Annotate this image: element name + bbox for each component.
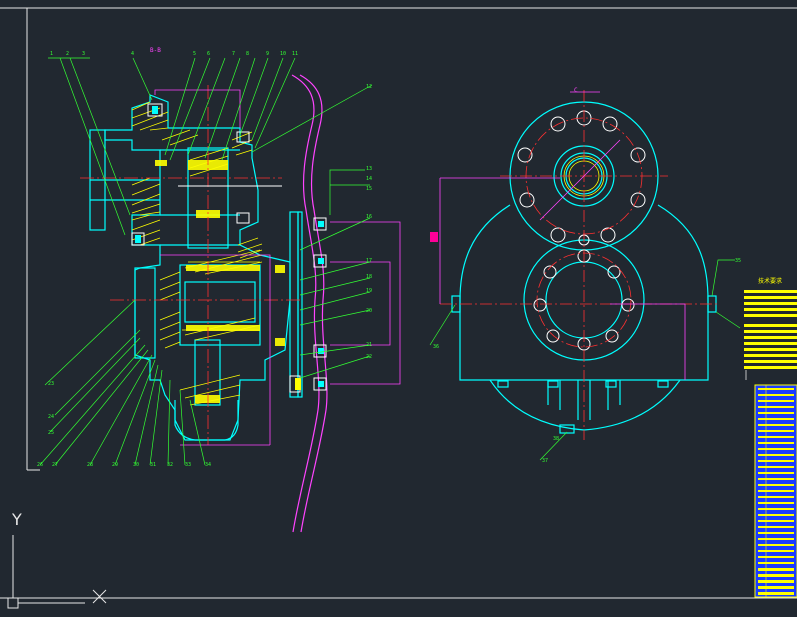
parts-list-rows <box>758 388 794 595</box>
svg-text:25: 25 <box>48 430 54 436</box>
bolt-fills <box>135 106 324 390</box>
ucs-y-label: Y <box>11 510 22 529</box>
svg-text:8: 8 <box>246 51 249 57</box>
svg-text:18: 18 <box>366 274 372 280</box>
svg-text:4: 4 <box>131 51 134 57</box>
svg-text:26: 26 <box>37 462 43 468</box>
dim-label-c: C <box>574 87 578 94</box>
svg-text:6: 6 <box>207 51 210 57</box>
svg-text:17: 17 <box>366 258 372 264</box>
dim-value-marker <box>430 232 438 242</box>
svg-text:34: 34 <box>205 462 211 468</box>
svg-text:30: 30 <box>133 462 139 468</box>
svg-text:14: 14 <box>366 176 372 182</box>
svg-text:20: 20 <box>366 308 372 314</box>
technical-notes: 技术要求 <box>744 277 797 369</box>
svg-text:19: 19 <box>366 288 372 294</box>
end-view-dimensions <box>439 91 686 380</box>
section-hatching <box>131 101 263 406</box>
svg-text:9: 9 <box>266 51 269 57</box>
end-view-leaders <box>429 259 741 461</box>
svg-text:32: 32 <box>167 462 173 468</box>
svg-text:2: 2 <box>66 51 69 57</box>
svg-text:38: 38 <box>553 436 559 442</box>
svg-text:29: 29 <box>112 462 118 468</box>
svg-text:1: 1 <box>50 51 53 57</box>
end-view-center-lines <box>440 90 720 440</box>
svg-text:33: 33 <box>185 462 191 468</box>
part-number-labels: 1 2 3 4 B-B 5 6 7 8 9 10 11 12 13 14 15 … <box>37 47 372 468</box>
drawing-frame <box>0 7 797 599</box>
svg-text:16: 16 <box>366 214 372 220</box>
svg-text:36: 36 <box>433 344 439 350</box>
svg-text:11: 11 <box>292 51 298 57</box>
ucs-icon <box>7 535 107 609</box>
svg-text:31: 31 <box>150 462 156 468</box>
flange-bolts <box>131 103 327 393</box>
section-center-lines <box>80 85 300 445</box>
svg-text:13: 13 <box>366 166 372 172</box>
sectional-view[interactable]: 1 2 3 4 B-B 5 6 7 8 9 10 11 12 13 14 15 … <box>37 47 401 533</box>
svg-text:5: 5 <box>193 51 196 57</box>
svg-text:3: 3 <box>82 51 85 57</box>
svg-text:7: 7 <box>232 51 235 57</box>
svg-text:28: 28 <box>87 462 93 468</box>
title-block[interactable] <box>754 384 797 598</box>
svg-text:21: 21 <box>366 342 372 348</box>
svg-text:10: 10 <box>280 51 286 57</box>
wheel-rim-outline <box>291 74 328 533</box>
svg-text:37: 37 <box>542 458 548 464</box>
part-leader-lines <box>39 57 373 466</box>
end-view[interactable]: C 35 36 37 38 <box>429 87 741 464</box>
svg-text:35: 35 <box>735 258 741 264</box>
svg-text:24: 24 <box>48 414 54 420</box>
svg-text:12: 12 <box>366 84 372 90</box>
tech-requirements-title: 技术要求 <box>758 277 782 285</box>
svg-text:15: 15 <box>366 186 372 192</box>
svg-text:B-B: B-B <box>150 47 161 54</box>
svg-text:27: 27 <box>52 462 58 468</box>
svg-text:22: 22 <box>366 354 372 360</box>
end-view-labels: 35 36 37 38 <box>433 258 741 464</box>
svg-text:23: 23 <box>48 381 54 387</box>
